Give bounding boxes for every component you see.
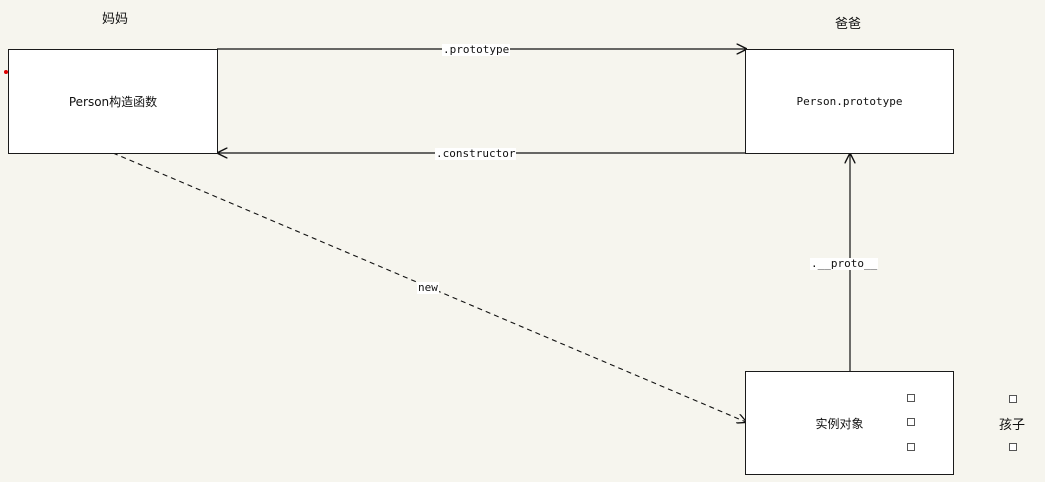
resize-handle-top[interactable]: [907, 394, 915, 402]
edge-label-new: new: [417, 281, 439, 294]
instance-node-label: 实例对象: [815, 416, 864, 431]
caption-handle-bottom[interactable]: [1009, 443, 1017, 451]
resize-handle-middle[interactable]: [907, 418, 915, 426]
prototype-node[interactable]: Person.prototype: [745, 49, 954, 154]
edge-label-constructor: .constructor: [435, 147, 517, 160]
caption-handle-top[interactable]: [1009, 395, 1017, 403]
constructor-node-label: Person构造函数: [68, 95, 158, 109]
edge-label-prototype: .prototype: [442, 43, 511, 56]
prototype-node-label: Person.prototype: [796, 95, 903, 108]
caption-father: 爸爸: [835, 17, 862, 32]
resize-handle-bottom[interactable]: [907, 443, 915, 451]
constructor-node[interactable]: Person构造函数: [8, 49, 218, 154]
connection-point-marker: [4, 70, 8, 74]
caption-mother: 妈妈: [102, 12, 129, 27]
edge-label-proto: .__proto__: [810, 257, 879, 270]
caption-child: 孩子: [999, 418, 1026, 433]
instance-node[interactable]: 实例对象: [745, 371, 954, 475]
